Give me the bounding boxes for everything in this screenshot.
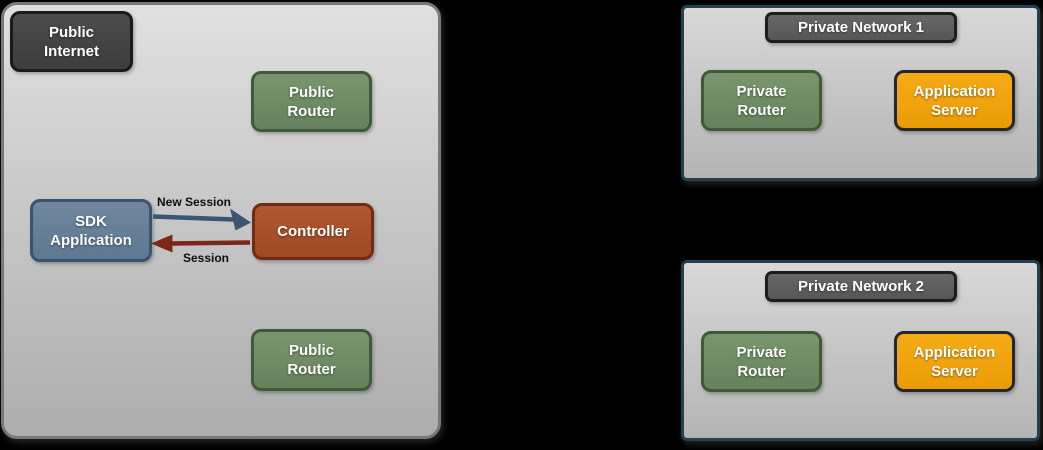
- node-public-internet-label: Public Internet: [43, 23, 99, 60]
- node-sdk-application-label: SDK Application: [50, 212, 132, 249]
- node-controller: Controller: [252, 203, 374, 260]
- session-arrow-label: Session: [182, 251, 230, 265]
- node-public-router-top: Public Router: [251, 71, 372, 132]
- private-network-1-panel: Private Network 1 Private Router Applica…: [681, 5, 1040, 181]
- node-public-router-bottom: Public Router: [251, 329, 372, 391]
- node-private-router-2-label: Private Router: [736, 343, 787, 380]
- node-public-internet: Public Internet: [10, 11, 133, 72]
- session-arrow: [151, 234, 251, 253]
- node-private-router-2: Private Router: [701, 331, 822, 392]
- node-public-router-bottom-label: Public Router: [287, 342, 336, 378]
- node-application-server-1-label: Application Server: [913, 82, 996, 119]
- node-application-server-2-label: Application Server: [913, 343, 996, 380]
- node-application-server-1: Application Server: [894, 70, 1015, 131]
- public-internet-zone: Public Internet Public Router SDK Applic…: [1, 2, 441, 439]
- node-public-router-top-label: Public Router: [287, 83, 336, 120]
- node-private-router-1-label: Private Router: [736, 82, 787, 119]
- private-network-2-title-label: Private Network 2: [798, 278, 924, 295]
- node-private-router-1: Private Router: [701, 70, 822, 131]
- node-sdk-application: SDK Application: [30, 199, 152, 262]
- private-network-2-panel: Private Network 2 Private Router Applica…: [681, 260, 1040, 441]
- new-session-arrow: [152, 208, 251, 231]
- private-network-1-title-label: Private Network 1: [798, 19, 924, 36]
- new-session-arrow-label: New Session: [156, 195, 232, 209]
- node-controller-label: Controller: [277, 223, 349, 240]
- private-network-1-title: Private Network 1: [765, 12, 957, 43]
- node-application-server-2: Application Server: [894, 331, 1015, 392]
- private-network-2-title: Private Network 2: [765, 271, 957, 302]
